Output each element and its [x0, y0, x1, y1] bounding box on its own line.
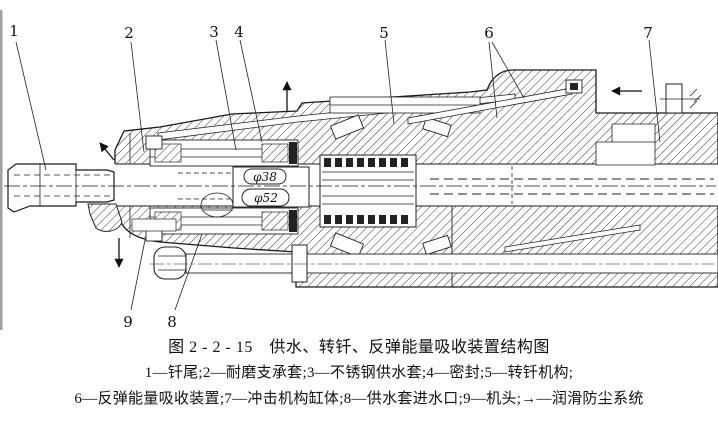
- ratchet-ring: [329, 96, 481, 114]
- callout-7: 7: [643, 24, 653, 42]
- flange: [291, 244, 308, 283]
- legend-line-1: 1—钎尾;2—耐磨支承套;3—不锈钢供水套;4—密封;5—转钎机构;: [144, 365, 574, 381]
- scan-edge-artifact: [0, 10, 3, 330]
- lube-tube-upper: [407, 79, 583, 125]
- dim-label-38: φ38: [253, 170, 277, 184]
- head-front-wall: [129, 133, 177, 242]
- callout-4: 4: [234, 23, 244, 41]
- retainer-latch: [87, 203, 123, 232]
- front-bolt-upper: [145, 135, 163, 150]
- flow-arrows: [99, 81, 642, 268]
- water-sleeve-step: φ38 φ52: [178, 166, 310, 208]
- structure-diagram: φ38 φ52: [0, 10, 718, 331]
- figure-caption-block: 图 2 - 2 - 15 供水、转钎、反弹能量吸收装置结构图 1—钎尾;2—耐磨…: [0, 336, 718, 412]
- sleeve-upper: [149, 139, 299, 167]
- flow-arrow-upleft: [99, 142, 115, 161]
- callout-1: 1: [9, 22, 19, 40]
- dim-label-52: φ52: [254, 191, 278, 205]
- callout-3: 3: [209, 23, 219, 41]
- figure-caption: 图 2 - 2 - 15 供水、转钎、反弹能量吸收装置结构图: [168, 339, 550, 356]
- hex-bolt-head: [153, 246, 187, 280]
- legend-line-2: 6—反弹能量吸收装置;7—冲击机构缸体;8—供水套进水口;9—机头;→—润滑防尘…: [74, 391, 644, 407]
- callout-5: 5: [379, 24, 389, 42]
- top-fitting: [660, 83, 702, 114]
- callout-leader-lines: [15, 39, 661, 311]
- callout-8: 8: [167, 313, 177, 331]
- detail-ellipse: [200, 192, 234, 218]
- callout-9: 9: [123, 313, 133, 331]
- cylinder-step: [451, 123, 656, 287]
- callout-2: 2: [124, 24, 134, 42]
- side-bolt-rod: [150, 244, 718, 283]
- drill-shank: [7, 163, 115, 213]
- bearing-rollers: [329, 114, 452, 258]
- callout-6: 6: [484, 24, 494, 42]
- water-inlet-cutout: [131, 218, 177, 232]
- lube-tube-lower: [504, 224, 641, 253]
- piston-hidden-lines: [430, 178, 714, 195]
- spline-shaft: [319, 154, 417, 228]
